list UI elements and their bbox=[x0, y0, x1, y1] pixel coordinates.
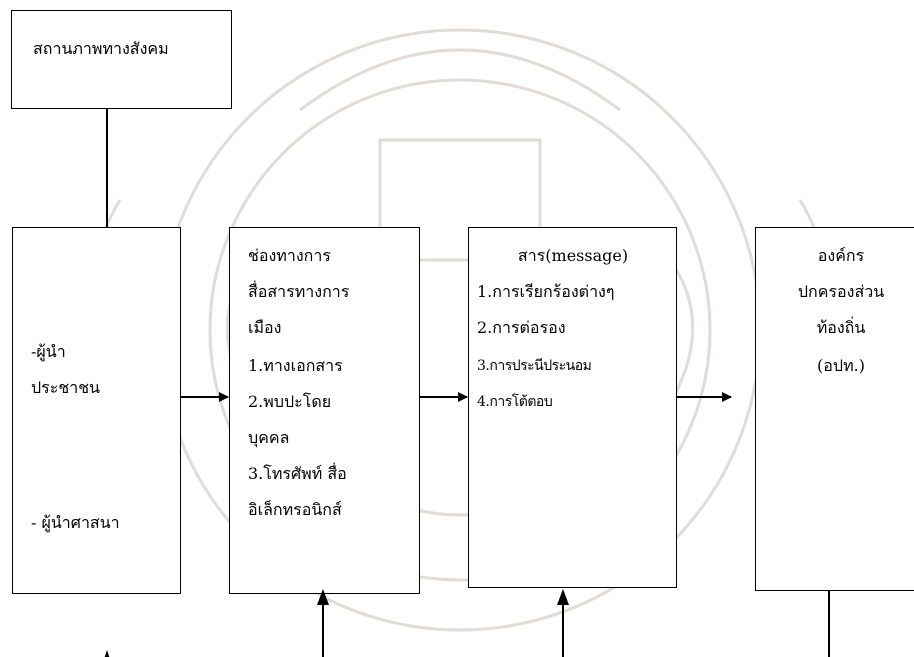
arrow-up-leaders-head bbox=[104, 650, 110, 657]
social-status-label: สถานภาพทางสังคม bbox=[33, 39, 169, 58]
message-box: สาร(message) 1.การเรียกร้องต่างๆ 2.การต่… bbox=[468, 227, 677, 588]
channels-line-4: 1.ทางเอกสาร bbox=[248, 356, 343, 375]
leaders-line-3: - ผู้นำศาสนา bbox=[31, 513, 120, 532]
org-line-3: ท้องถิ่น bbox=[816, 318, 866, 337]
local-government-box: องค์กร ปกครองส่วน ท้องถิ่น (อปท.) bbox=[755, 227, 914, 591]
channels-line-6: บุคคล bbox=[248, 428, 290, 447]
channels-line-7: 3.โทรศัพท์ สื่อ bbox=[248, 464, 347, 483]
message-title: สาร(message) bbox=[517, 246, 629, 265]
arrow-up-channels-head bbox=[317, 589, 329, 605]
message-line-1: 1.การเรียกร้องต่างๆ bbox=[477, 282, 615, 301]
channels-line-8: อิเล็กทรอนิกส์ bbox=[248, 500, 342, 519]
leaders-line-1: -ผู้นำ bbox=[31, 342, 66, 361]
channels-line-5: 2.พบปะโดย bbox=[248, 392, 332, 411]
leaders-box: -ผู้นำ ประชาชน - ผู้นำศาสนา bbox=[12, 227, 181, 594]
org-line-2: ปกครองส่วน bbox=[797, 282, 885, 301]
channels-box: ช่องทางการ สื่อสารทางการ เมือง 1.ทางเอกส… bbox=[229, 227, 420, 594]
org-line-1: องค์กร bbox=[817, 246, 865, 265]
leaders-line-2: ประชาชน bbox=[31, 378, 100, 397]
message-line-4: 4.การโต้ตอบ bbox=[477, 394, 553, 410]
message-line-2: 2.การต่อรอง bbox=[477, 318, 566, 337]
channels-line-2: สื่อสารทางการ bbox=[248, 282, 350, 301]
arrow-up-message-head bbox=[557, 589, 569, 605]
org-line-4: (อปท.) bbox=[817, 356, 865, 375]
status-connector-line bbox=[106, 108, 108, 228]
channels-line-1: ช่องทางการ bbox=[248, 246, 331, 265]
message-line-3: 3.การประนีประนอม bbox=[477, 358, 592, 374]
social-status-box: สถานภาพทางสังคม bbox=[11, 10, 232, 109]
channels-line-3: เมือง bbox=[248, 318, 282, 337]
